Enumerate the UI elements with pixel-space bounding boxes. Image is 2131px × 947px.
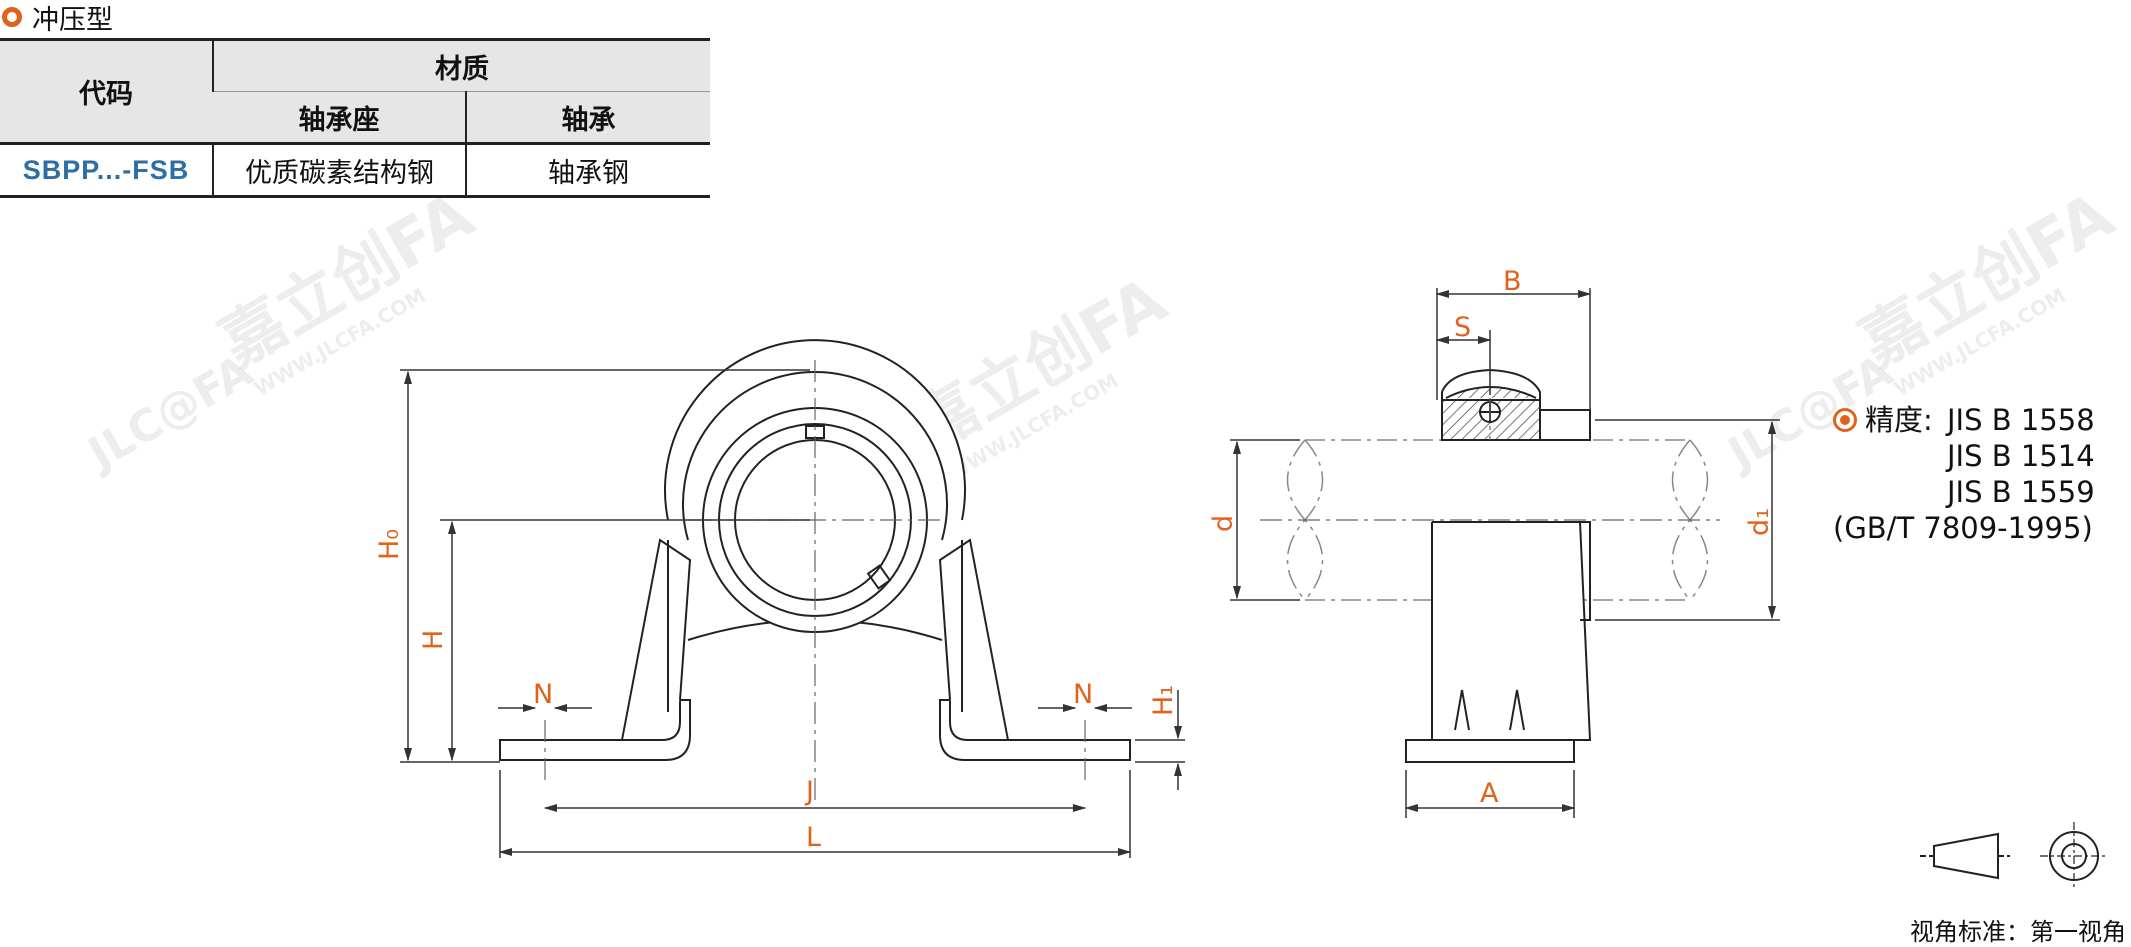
ring-bullet-icon xyxy=(2,7,22,27)
housing-material: 优质碳素结构钢 xyxy=(212,142,466,198)
dim-N-left-label: N xyxy=(533,679,553,710)
side-view xyxy=(1286,368,1709,763)
dim-H-label: H xyxy=(418,630,449,650)
bearing-header: 轴承 xyxy=(465,91,710,144)
precision-row: (GB/T 7809-1995) xyxy=(1833,510,2095,546)
watermark: JLC@FA 嘉立创FA WWW.JLCFA.COM 嘉立创FA WWW.JLC… xyxy=(77,178,2126,485)
dim-H0-label: H₀ xyxy=(374,529,405,560)
dim-d1-label: d₁ xyxy=(1744,508,1775,536)
first-angle-projection-icon xyxy=(1920,822,2108,890)
precision-label: 精度: xyxy=(1865,403,1933,437)
material-table: 代码 材质 轴承座 轴承 SBPP...-FSB 优质碳素结构钢 轴承钢 xyxy=(0,38,710,198)
precision-row: 精度: JIS B 1558 xyxy=(1833,402,2095,438)
dim-J-label: J xyxy=(804,776,814,807)
dim-d-label: d xyxy=(1208,515,1239,532)
precision-block: 精度: JIS B 1558 JIS B 1514 JIS B 1559 (GB… xyxy=(1833,402,2095,546)
table-header-row: 代码 材质 xyxy=(0,38,710,144)
watermark-logo: JLC@FA xyxy=(77,345,261,481)
projection-standard: 视角标准：第一视角 xyxy=(1910,919,2126,946)
material-header: 材质 xyxy=(212,38,710,92)
precision-standard: JIS B 1559 xyxy=(1947,475,2095,509)
bearing-material: 轴承钢 xyxy=(465,142,710,198)
precision-row: JIS B 1514 xyxy=(1833,438,2095,474)
table-row: SBPP...-FSB 优质碳素结构钢 轴承钢 xyxy=(0,142,710,198)
precision-row: JIS B 1559 xyxy=(1833,474,2095,510)
precision-standard: (GB/T 7809-1995) xyxy=(1833,511,2093,545)
section-title: 冲压型 xyxy=(32,4,113,35)
dim-A-label: A xyxy=(1480,778,1499,809)
dim-H1-label: H₁ xyxy=(1148,685,1179,716)
precision-standard: JIS B 1558 xyxy=(1947,403,2095,437)
section-header: 冲压型 xyxy=(2,0,113,35)
dim-L-label: L xyxy=(806,822,821,853)
precision-standard: JIS B 1514 xyxy=(1947,439,2095,473)
dim-B-label: B xyxy=(1503,266,1522,297)
housing-header: 轴承座 xyxy=(213,91,466,144)
table-subheader-row: 轴承座 轴承 xyxy=(0,91,710,144)
product-code: SBPP...-FSB xyxy=(0,142,213,198)
target-bullet-icon xyxy=(1833,408,1857,432)
dim-S-label: S xyxy=(1454,312,1471,343)
code-header: 代码 xyxy=(0,38,213,144)
dim-N-right-label: N xyxy=(1073,679,1093,710)
